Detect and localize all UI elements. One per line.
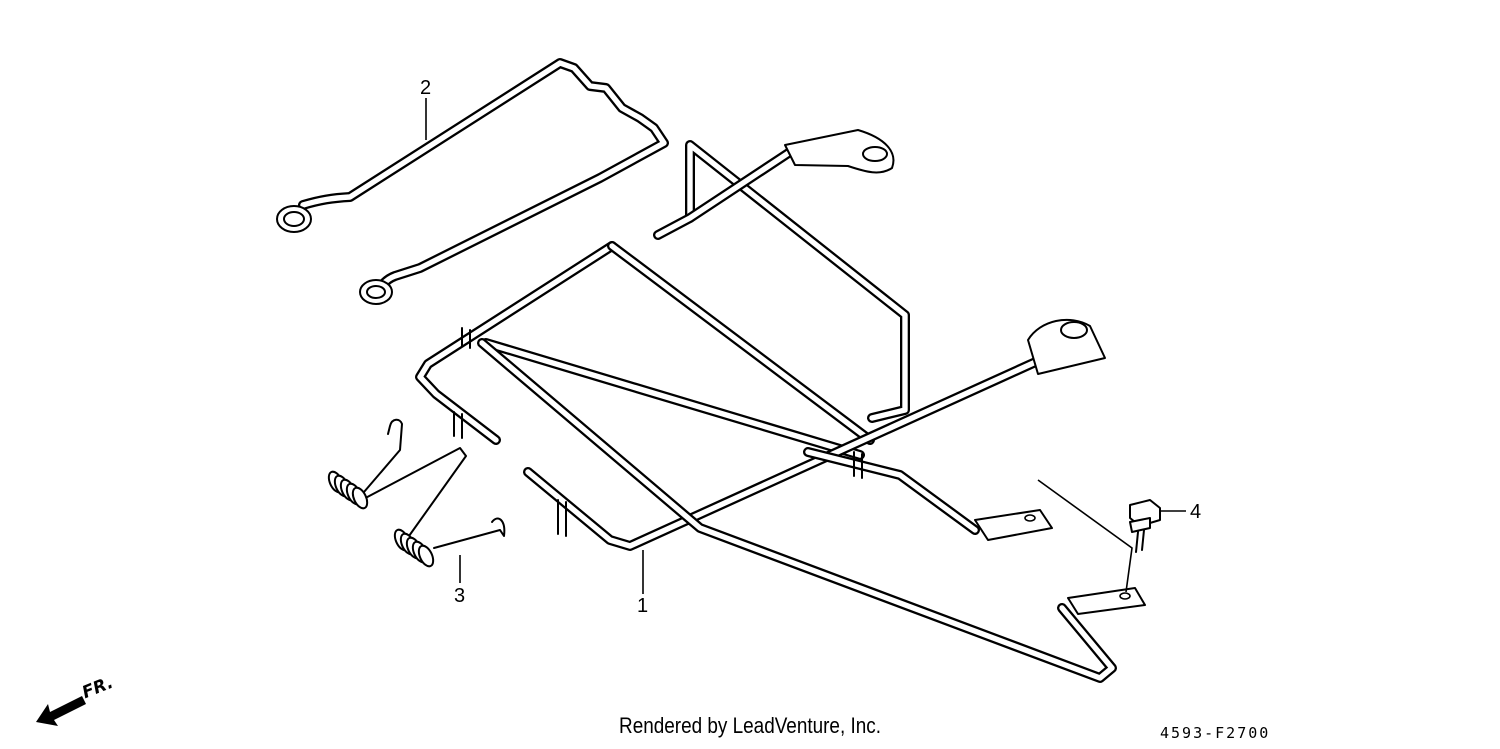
part-4-bolt[interactable] <box>1129 499 1161 553</box>
part-3-springs[interactable] <box>326 418 506 569</box>
coil-upper <box>327 470 369 510</box>
coil-lower <box>393 528 435 568</box>
callout-4: 4 <box>1190 501 1201 523</box>
bolt-attach-line <box>1037 479 1133 593</box>
front-arrow-icon <box>36 696 86 726</box>
diagram-code: 4593-F2700 <box>1160 724 1271 742</box>
callout-3: 3 <box>454 585 465 607</box>
part-2-wire[interactable] <box>276 58 669 305</box>
callout-2: 2 <box>420 77 431 99</box>
credit-text: Rendered by LeadVenture, Inc. <box>619 713 881 738</box>
part-1-frame[interactable] <box>415 129 1146 683</box>
callout-1: 1 <box>637 595 648 617</box>
